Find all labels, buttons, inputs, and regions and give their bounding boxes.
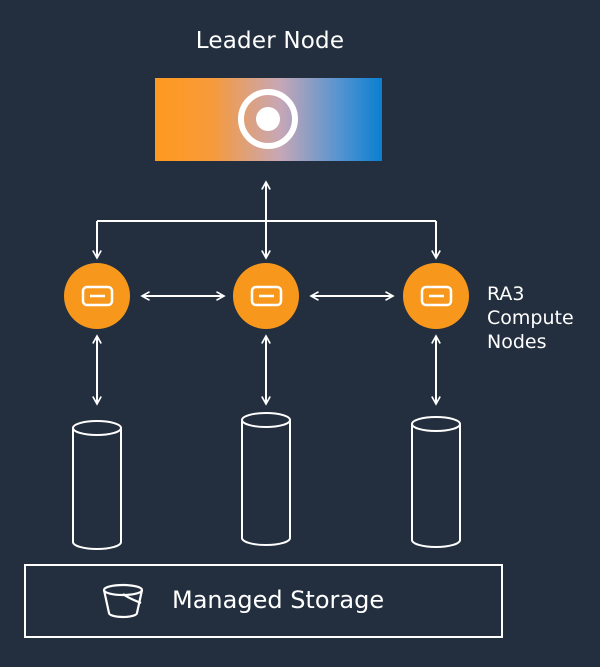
compute-label-line-1: RA3 [487, 283, 525, 305]
cache-cylinder-2 [241, 412, 291, 546]
database-slot-icon [250, 285, 283, 307]
compute-node-3 [403, 263, 469, 329]
compute-label-line-2: Compute [487, 307, 574, 329]
compute-label-line-3: Nodes [487, 331, 547, 353]
managed-storage-box [24, 564, 503, 638]
leader-node [155, 78, 382, 161]
cache-cylinder-1 [72, 420, 122, 550]
target-icon [238, 89, 298, 149]
compute-nodes-label: RA3 Compute Nodes [487, 282, 574, 354]
compute-node-2 [233, 263, 299, 329]
leader-node-title: Leader Node [195, 28, 345, 54]
bucket-icon [102, 583, 144, 619]
database-slot-icon [81, 285, 114, 307]
leader-bus-connectors [97, 182, 436, 258]
cache-cylinder-3 [411, 416, 461, 548]
database-slot-icon [420, 285, 453, 307]
storage-connectors [97, 336, 436, 404]
compute-node-1 [64, 263, 130, 329]
managed-storage-label: Managed Storage [172, 586, 385, 614]
